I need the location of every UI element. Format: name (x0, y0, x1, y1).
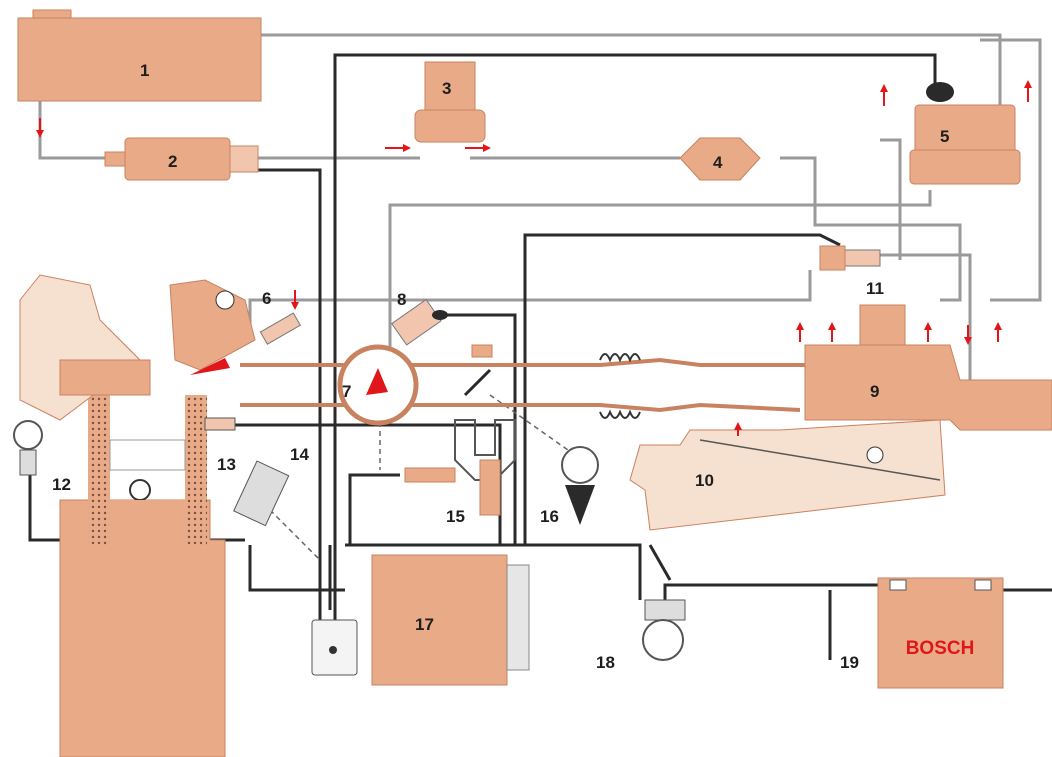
battery-brand: BOSCH (906, 638, 975, 659)
temperature-sensor (14, 421, 42, 475)
label-15: 15 (446, 507, 465, 526)
label-7: 7 (342, 382, 351, 401)
electronic-control-unit (372, 555, 529, 685)
intake-box (630, 420, 945, 530)
lambda-probe (205, 418, 235, 430)
label-4: 4 (713, 153, 723, 172)
label-19: 19 (840, 653, 859, 672)
label-5: 5 (940, 127, 949, 146)
label-9: 9 (870, 382, 879, 401)
label-13: 13 (217, 455, 236, 474)
label-2: 2 (168, 152, 177, 171)
label-12: 12 (52, 475, 71, 494)
throttle-switch (562, 447, 598, 525)
ignition-switch (643, 600, 685, 660)
label-16: 16 (540, 507, 559, 526)
thermo-time-switch (234, 461, 289, 526)
auxiliary-air-valve (820, 246, 880, 270)
fuel-pump (105, 138, 258, 180)
fuel-distributor (910, 82, 1020, 184)
relay (312, 620, 357, 675)
engine-block (60, 395, 225, 757)
label-18: 18 (596, 653, 615, 672)
fuel-tank (18, 10, 261, 101)
label-3: 3 (442, 79, 451, 98)
label-11: 11 (866, 279, 884, 298)
label-8: 8 (397, 290, 406, 309)
cylinder-head (20, 275, 255, 420)
label-1: 1 (140, 61, 149, 80)
label-10: 10 (695, 471, 714, 490)
fuel-accumulator (415, 62, 485, 142)
label-14: 14 (290, 445, 309, 464)
label-6: 6 (262, 289, 271, 308)
label-17: 17 (415, 615, 434, 634)
intake-pipe (240, 345, 820, 418)
